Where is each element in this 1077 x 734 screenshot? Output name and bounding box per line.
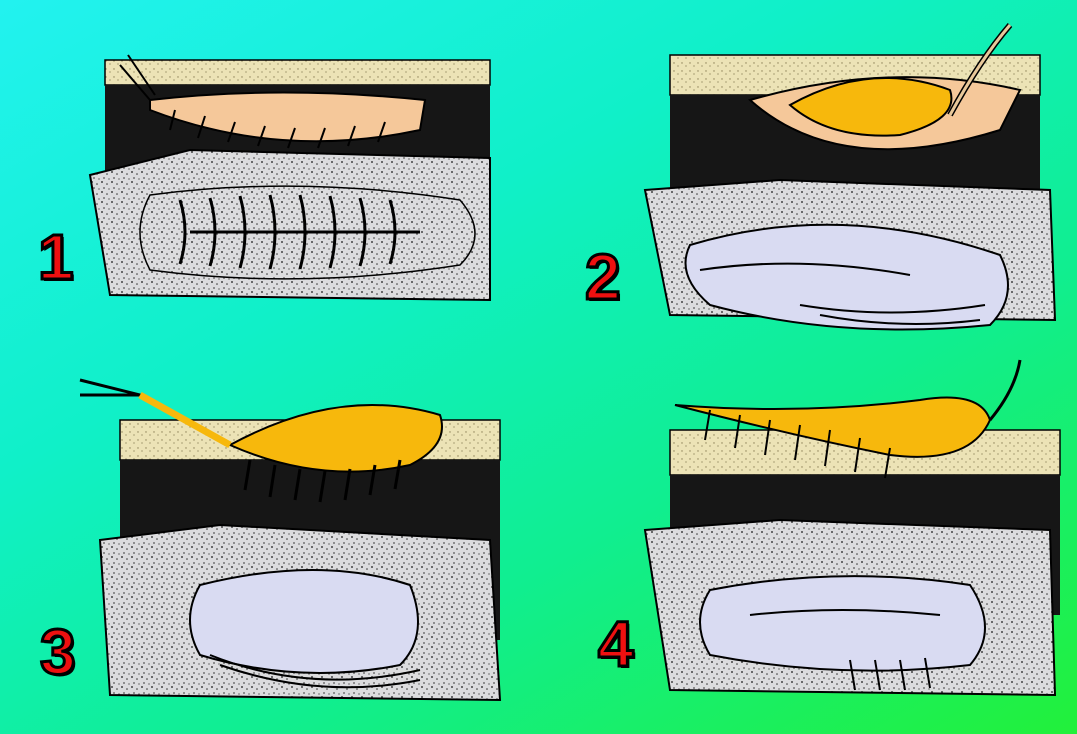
panel-3: [80, 365, 520, 710]
fossil-cast-icon: [190, 570, 418, 673]
step-number-1: 1: [38, 225, 74, 289]
sediment-block-icon: [80, 365, 520, 710]
step-number-4: 4: [598, 612, 634, 676]
sediment-block-icon: [640, 20, 1060, 340]
panel-2: [640, 20, 1060, 340]
sediment-block-icon: [640, 360, 1065, 710]
sediment-block-icon: [80, 50, 510, 310]
panel-4: [640, 360, 1065, 710]
fossil-cast-icon: [700, 576, 985, 671]
step-number-3: 3: [40, 620, 76, 684]
step-number-2: 2: [585, 245, 621, 309]
panel-1: [80, 50, 510, 310]
